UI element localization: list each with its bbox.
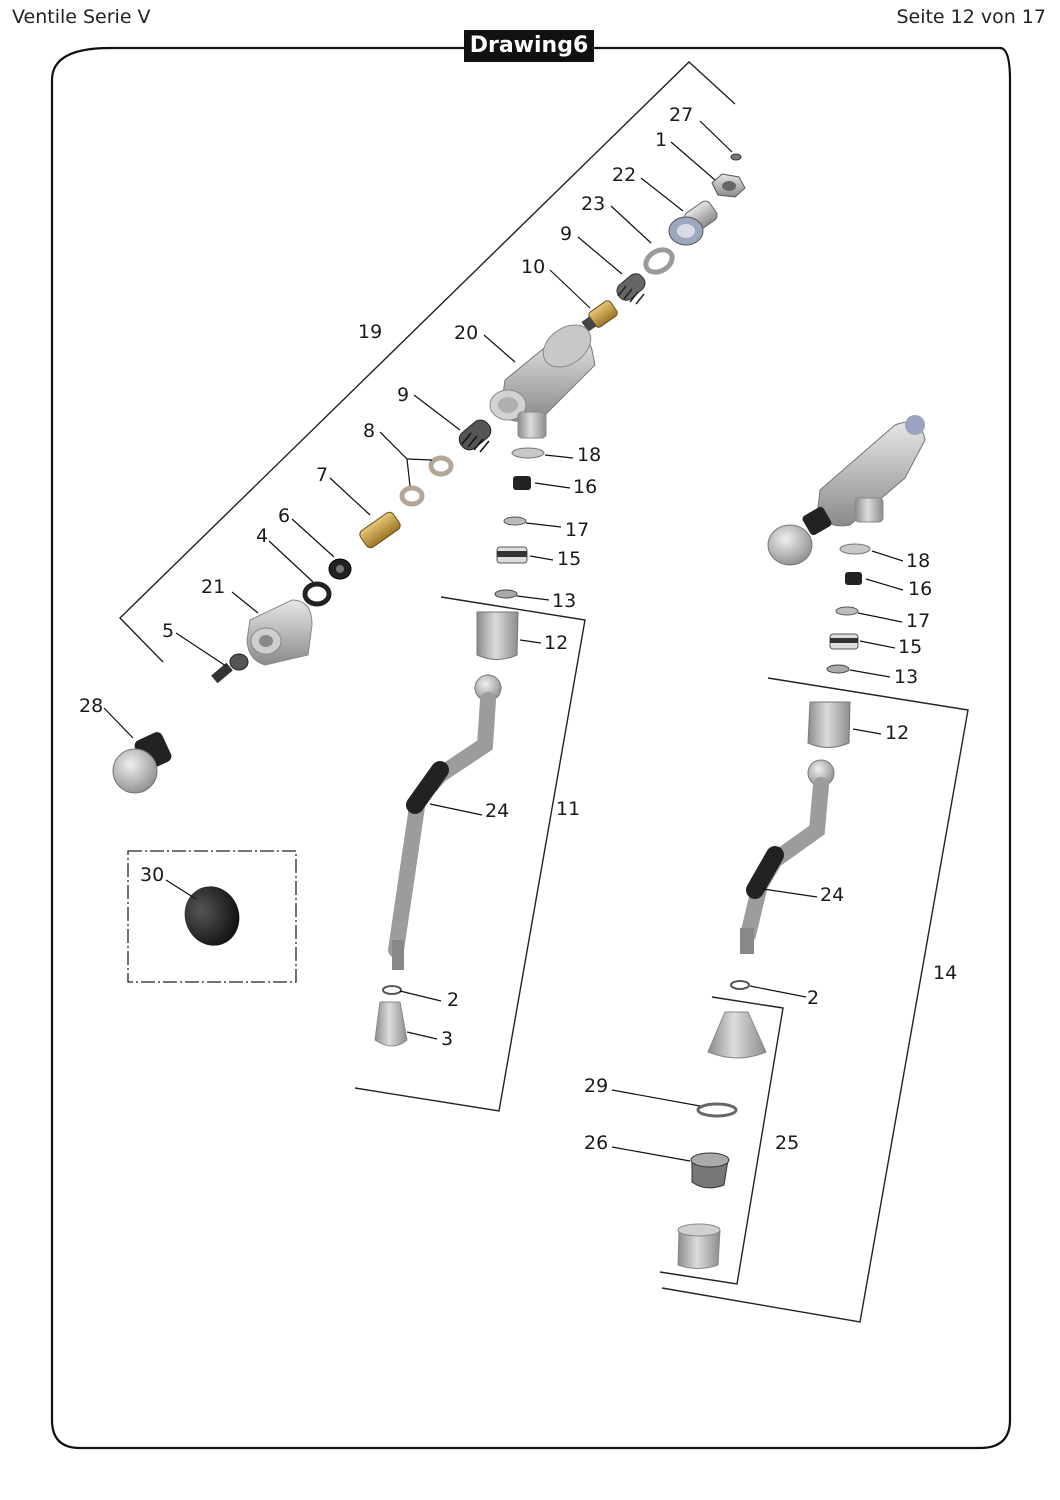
part-13-ring-right	[826, 664, 850, 674]
callout-13-right: 13	[894, 666, 918, 688]
part-2-ring	[382, 985, 402, 995]
right-valve-assembly	[767, 415, 926, 566]
part-16-seal	[513, 476, 531, 490]
part-1-hex-nut	[711, 173, 746, 198]
group-bracket-14	[661, 677, 969, 1323]
page-number: Seite 12 von 17	[896, 6, 1046, 28]
part-24-tap-lever	[388, 674, 502, 970]
callout-18: 18	[577, 444, 601, 466]
callout-27: 27	[669, 104, 693, 126]
callout-7: 7	[316, 464, 328, 486]
part-2-ring-right	[730, 980, 750, 990]
part-22-fitting	[668, 200, 718, 246]
callout-9-lower: 9	[397, 384, 409, 406]
part-10-brass-fitting	[581, 300, 618, 332]
callout-22: 22	[612, 164, 636, 186]
part-9-spring-upper	[616, 273, 646, 305]
document-header-left: Ventile Serie V	[12, 6, 151, 28]
drawing-frame	[50, 46, 1012, 1450]
callout-6: 6	[278, 505, 290, 527]
part-18-washer-right	[839, 543, 871, 555]
callout-24-right: 24	[820, 884, 844, 906]
part-30-black-knob	[184, 886, 240, 946]
callout-29: 29	[584, 1075, 608, 1097]
part-24-tap-lever-right	[740, 759, 835, 954]
part-26-insert	[690, 1152, 730, 1189]
callout-12-right: 12	[885, 722, 909, 744]
part-15-bushing	[496, 546, 528, 564]
callout-labels: 27 1 22 23 9 10 19 20 9 8 7 6 4 21 5 28 …	[79, 104, 957, 1154]
part-18-washer	[511, 447, 545, 459]
callout-16: 16	[573, 476, 597, 498]
group-bracket-19	[119, 61, 736, 663]
callout-5: 5	[162, 620, 174, 642]
part-15-bushing-right	[829, 633, 859, 650]
part-9-spring-lower	[458, 419, 492, 453]
part-20-valve-body	[489, 324, 596, 439]
callout-8: 8	[363, 420, 375, 442]
callout-24: 24	[485, 800, 509, 822]
part-6-nut	[328, 558, 352, 580]
callout-19: 19	[358, 321, 382, 343]
callout-23: 23	[581, 193, 605, 215]
callout-4: 4	[256, 525, 268, 547]
callout-18-right: 18	[906, 550, 930, 572]
callout-17: 17	[565, 519, 589, 541]
detail-box-30	[127, 850, 297, 983]
part-8-washer-a	[428, 455, 454, 477]
callout-12: 12	[544, 632, 568, 654]
callout-20: 20	[454, 322, 478, 344]
group-bracket-11	[354, 596, 586, 1112]
part-21-lever-housing	[246, 599, 313, 666]
part-12-cap-nut	[476, 611, 519, 660]
callout-14: 14	[933, 962, 957, 984]
part-25-sleeve	[677, 1223, 721, 1269]
callout-30: 30	[140, 864, 164, 886]
part-27-pin	[730, 153, 742, 161]
callout-28: 28	[79, 695, 103, 717]
part-23-o-ring	[643, 247, 675, 275]
callout-15-right: 15	[898, 636, 922, 658]
drawing-title: Drawing6	[464, 30, 594, 62]
part-7-brass-piston	[359, 511, 401, 549]
leader-lines	[103, 120, 904, 1162]
callout-2-right: 2	[807, 987, 819, 1009]
callout-16-right: 16	[908, 578, 932, 600]
part-29-ring	[696, 1102, 738, 1118]
callout-17-right: 17	[906, 610, 930, 632]
part-5-screw	[211, 653, 249, 684]
part-3-tip	[374, 1001, 408, 1047]
callout-9-upper: 9	[560, 223, 572, 245]
callout-25: 25	[775, 1132, 799, 1154]
part-25-cone	[707, 1011, 767, 1059]
callout-3: 3	[441, 1028, 453, 1050]
callout-15: 15	[557, 548, 581, 570]
part-28-knob	[112, 732, 172, 794]
part-12-cap-nut-right	[807, 701, 851, 748]
part-8-washer-b	[399, 485, 425, 507]
group-bracket-25	[659, 996, 784, 1285]
callout-26: 26	[584, 1132, 608, 1154]
callout-11: 11	[556, 798, 580, 820]
part-13-ring	[494, 589, 518, 599]
callout-13: 13	[552, 590, 576, 612]
part-4-o-ring	[302, 581, 332, 607]
part-17-ring-right	[835, 606, 859, 616]
callout-2: 2	[447, 989, 459, 1011]
callout-1: 1	[655, 129, 667, 151]
callout-10: 10	[521, 256, 545, 278]
part-17-ring	[503, 516, 527, 526]
part-16-seal-right	[845, 572, 862, 585]
callout-21: 21	[201, 576, 225, 598]
